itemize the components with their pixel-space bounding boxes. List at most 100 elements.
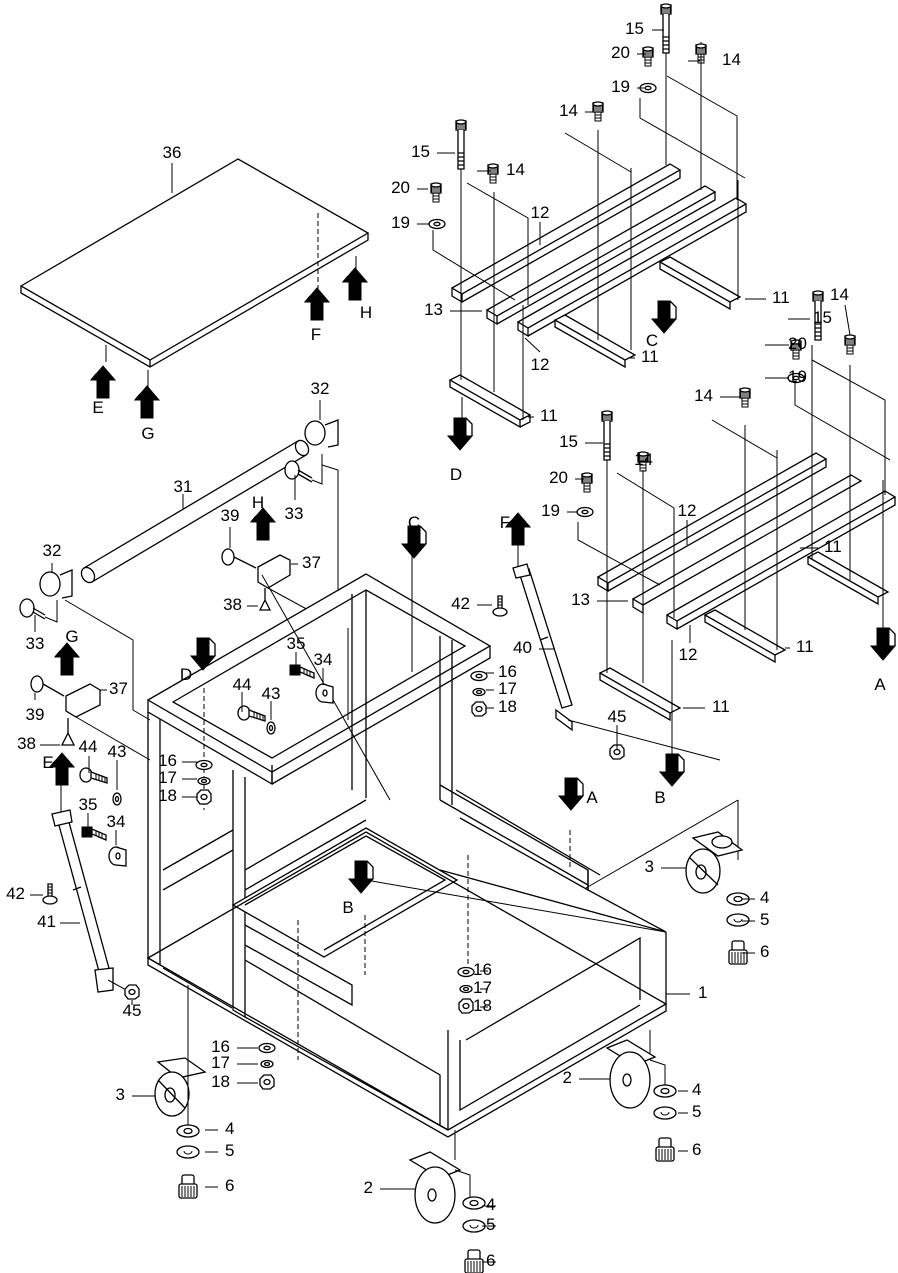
- callout-nut: 18: [473, 996, 492, 1015]
- reference-letter: F: [500, 513, 510, 532]
- callout-long-cap-screw: 15: [559, 432, 578, 451]
- washer-icon: [458, 968, 474, 977]
- top-panel: [21, 159, 368, 390]
- bolt-icon: [80, 768, 107, 783]
- cap-screw-icon: [845, 335, 855, 354]
- callout-bolt: 35: [79, 795, 98, 814]
- arrow-up-icon: [251, 508, 275, 540]
- callout-main-frame: 1: [698, 983, 707, 1002]
- upper-rail-assembly: [433, 18, 746, 430]
- callout-washer: 19: [541, 501, 560, 520]
- callout-cap-screw: 14: [559, 101, 578, 120]
- spring-washer-icon: [198, 778, 210, 785]
- bolt-icon: [82, 827, 106, 840]
- reference-letter: A: [586, 788, 598, 807]
- callout-foot-plate: 11: [772, 288, 790, 307]
- callout-short-cap-screw: 20: [611, 43, 630, 62]
- reference-letter: H: [252, 493, 264, 512]
- callout-screw: 38: [223, 595, 242, 614]
- callout-nut: 18: [211, 1072, 230, 1091]
- callout-foot-plate: 11: [712, 697, 730, 716]
- callout-spacer: 34: [314, 650, 333, 669]
- callout-lock-washer: 5: [692, 1102, 701, 1121]
- callout-caster-bolt: 6: [692, 1140, 701, 1159]
- cap-screw-icon: [740, 388, 750, 407]
- caster-bolt-icon: [179, 1175, 197, 1198]
- arrow-up-icon: [305, 288, 329, 320]
- callout-screw: 38: [17, 734, 36, 753]
- flat-washer-icon: [177, 1125, 199, 1137]
- screw-icon: [43, 884, 57, 904]
- callout-spring-washer: 17: [473, 978, 492, 997]
- spacer-icon: [316, 684, 333, 703]
- callout-screw: 33: [285, 504, 304, 523]
- arrow-down-icon: [559, 778, 583, 810]
- arrow-up-icon: [135, 386, 159, 418]
- leader-line: [845, 305, 850, 335]
- callout-spring-washer: 17: [498, 679, 517, 698]
- screw-33-right: [285, 460, 322, 484]
- callout-top-panel: 36: [163, 143, 182, 162]
- washer-icon: [577, 508, 593, 517]
- reference-letter: D: [450, 465, 462, 484]
- spacer-icon: [109, 847, 126, 866]
- callout-rail: 12: [531, 355, 550, 374]
- arrow-down-icon: [652, 301, 676, 333]
- flat-washer-icon: [463, 1197, 485, 1209]
- callout-lock-washer: 5: [225, 1141, 234, 1160]
- callout-lock-washer: 5: [486, 1215, 495, 1234]
- callout-rail: 12: [679, 645, 698, 664]
- callout-bolt: 44: [233, 675, 252, 694]
- callout-screw: 42: [6, 884, 25, 903]
- nut-icon: [197, 790, 211, 804]
- arrow-up-icon: [55, 643, 79, 675]
- long-cap-screw-icon: [661, 4, 671, 53]
- callout-rail-end-block: 13: [424, 300, 443, 319]
- callout-flat-washer: 4: [486, 1195, 495, 1214]
- callout-rail: 12: [531, 203, 550, 222]
- lock-washer-icon: [177, 1146, 199, 1158]
- main-frame: [148, 535, 738, 1160]
- spring-washer-icon: [261, 1061, 273, 1068]
- cap-screw-icon: [488, 164, 498, 183]
- callout-fixed-caster: 2: [364, 1178, 373, 1197]
- reference-letter: H: [360, 303, 372, 322]
- reference-letter: B: [654, 788, 665, 807]
- arrow-up-icon: [91, 366, 115, 398]
- callout-short-cap-screw: 20: [549, 468, 568, 487]
- callout-screw: 33: [26, 634, 45, 653]
- callout-long-cap-screw: 15: [813, 308, 832, 327]
- callout-handle-bar: 31: [174, 477, 193, 496]
- lower-rail-assembly: [578, 345, 895, 760]
- caster-bolt-icon: [465, 1250, 483, 1273]
- callout-foot-plate: 11: [540, 406, 558, 425]
- spring-washer-icon: [473, 689, 485, 696]
- callout-cap-screw: 14: [694, 386, 713, 405]
- callout-flat-washer: 4: [225, 1119, 234, 1138]
- callout-spring-washer: 17: [158, 768, 177, 787]
- callout-screw: 42: [451, 594, 470, 613]
- long-cap-screw-icon: [602, 411, 612, 460]
- reference-letter: C: [408, 513, 420, 532]
- screw-33-left: [20, 599, 57, 622]
- arrow-down-icon: [660, 754, 684, 786]
- short-cap-screw-icon: [643, 47, 653, 66]
- lock-washer-icon: [654, 1107, 676, 1119]
- arrow-down-icon: [448, 418, 472, 450]
- callout-washer: 43: [108, 742, 127, 761]
- screw-icon: [493, 596, 507, 616]
- callout-bolt: 44: [79, 737, 98, 756]
- callout-lock-washer: 5: [760, 910, 769, 929]
- arrow-down-icon: [871, 628, 895, 660]
- callout-cap-screw: 14: [830, 285, 849, 304]
- caster-bolt-icon: [656, 1138, 674, 1161]
- callout-washer: 19: [391, 213, 410, 232]
- washer-icon: [267, 722, 275, 734]
- leader-line: [525, 338, 540, 352]
- callout-washer: 19: [788, 367, 807, 386]
- reference-letter: G: [141, 424, 154, 443]
- callout-washer: 43: [262, 684, 281, 703]
- callout-bolt: 35: [287, 634, 306, 653]
- reference-letter: F: [311, 325, 321, 344]
- washer-icon: [113, 793, 121, 805]
